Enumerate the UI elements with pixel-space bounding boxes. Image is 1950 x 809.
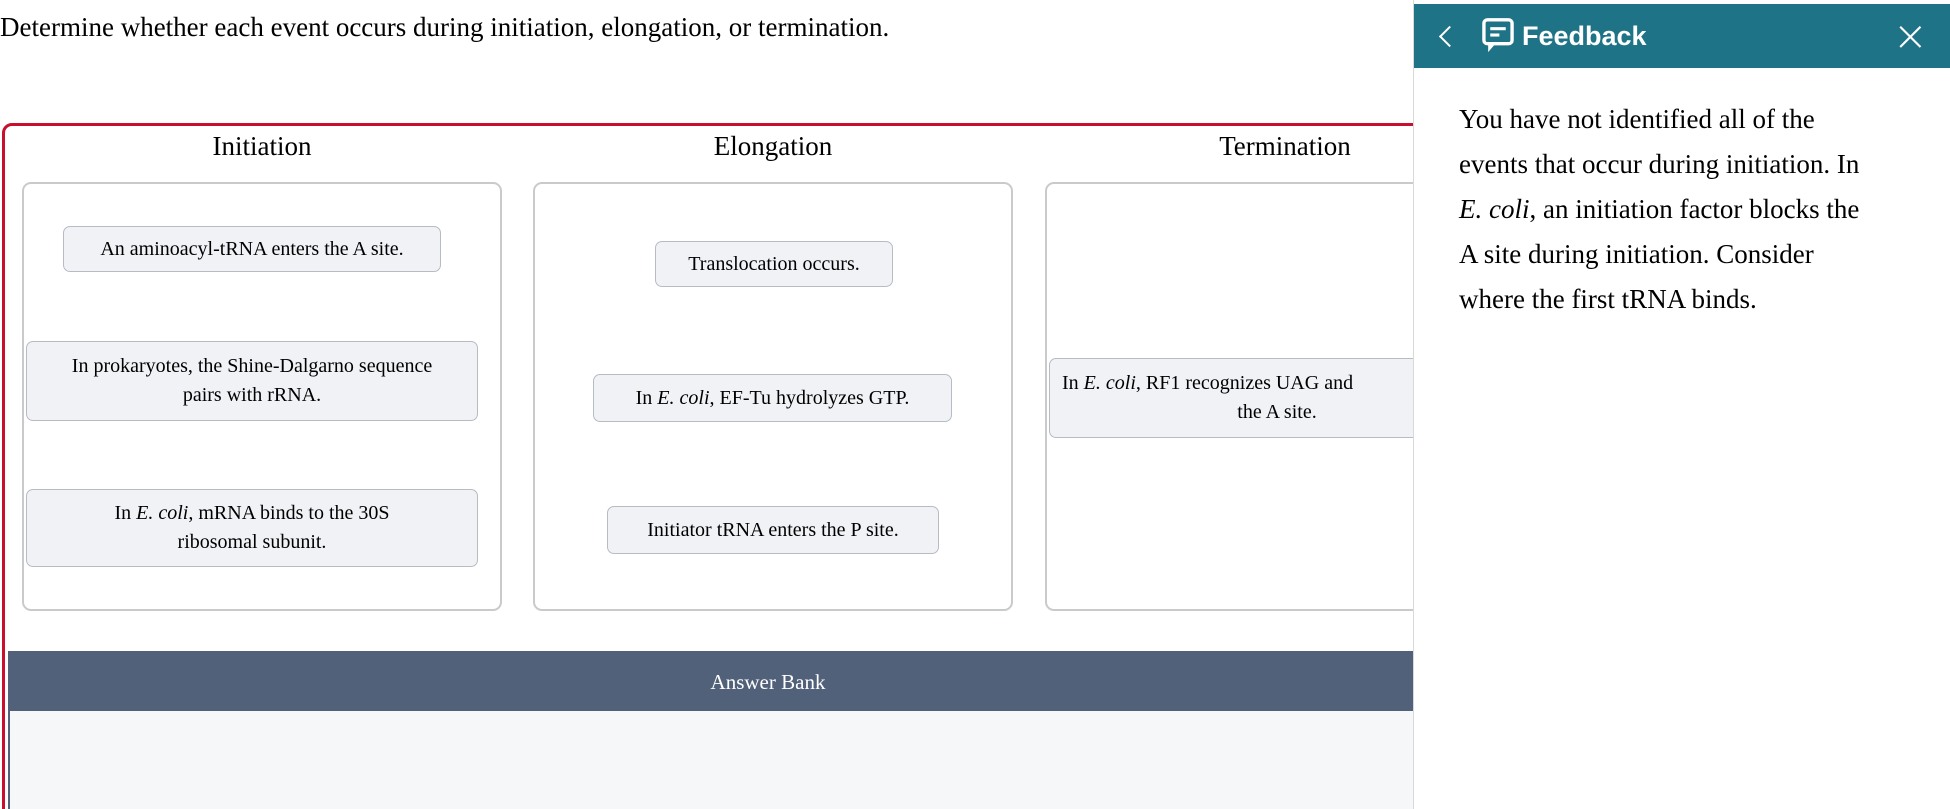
feedback-title: Feedback: [1522, 20, 1647, 51]
feedback-text-line: E. coli, an initiation factor blocks the: [1459, 194, 1860, 224]
answer-chip-text: Translocation occurs.: [688, 252, 860, 275]
answer-chip[interactable]: Initiator tRNA enters the P site.: [607, 506, 939, 554]
answer-chip[interactable]: Translocation occurs.: [655, 241, 893, 287]
feedback-text: You have not identified all of the events…: [1459, 97, 1950, 322]
feedback-bubble-icon: [1481, 17, 1515, 55]
column-header-termination: Termination: [1219, 131, 1351, 161]
answer-chip-text: In prokaryotes, the Shine-Dalgarno seque…: [71, 355, 433, 377]
answer-chip-text: In E. coli, RF1 recognizes UAG and: [1062, 372, 1354, 394]
feedback-text-line: You have not identified all of the: [1459, 104, 1815, 134]
answer-chip[interactable]: An aminoacyl-tRNA enters the A site.: [63, 226, 441, 272]
answer-bank-body[interactable]: [10, 711, 1526, 809]
feedback-header: Feedback ×: [1414, 4, 1950, 68]
answer-chip-text: the A site.: [1237, 401, 1317, 423]
answer-chip-text: In E. coli, EF-Tu hydrolyzes GTP.: [635, 386, 910, 409]
answer-chip[interactable]: In prokaryotes, the Shine-Dalgarno seque…: [26, 341, 478, 421]
close-icon[interactable]: ×: [1892, 11, 1928, 60]
feedback-text-line: events that occur during initiation. In: [1459, 149, 1860, 179]
answer-bank: Answer Bank: [8, 651, 1528, 809]
answer-chip-text: ribosomal subunit.: [177, 531, 327, 553]
question-prompt: Determine whether each event occurs duri…: [0, 12, 890, 42]
feedback-panel: Feedback × You have not identified all o…: [1413, 0, 1950, 809]
feedback-text-line: A site during initiation. Consider: [1459, 239, 1814, 269]
answer-chip-text: pairs with rRNA.: [182, 384, 322, 406]
answer-bank-header: Answer Bank: [10, 653, 1526, 711]
answer-bank-label: Answer Bank: [710, 669, 826, 694]
answer-chip[interactable]: In E. coli, mRNA binds to the 30S ribosom…: [26, 489, 478, 567]
answer-chip-text: Initiator tRNA enters the P site.: [647, 518, 899, 541]
column-header-initiation: Initiation: [212, 131, 312, 161]
answer-chip-text: In E. coli, mRNA binds to the 30S: [114, 502, 390, 524]
answer-chip[interactable]: In E. coli, EF-Tu hydrolyzes GTP.: [593, 374, 952, 422]
answer-chip-text: An aminoacyl-tRNA enters the A site.: [100, 237, 404, 260]
column-header-elongation: Elongation: [713, 131, 833, 161]
feedback-text-line: where the first tRNA binds.: [1459, 284, 1757, 314]
back-chevron-icon[interactable]: [1438, 25, 1461, 47]
